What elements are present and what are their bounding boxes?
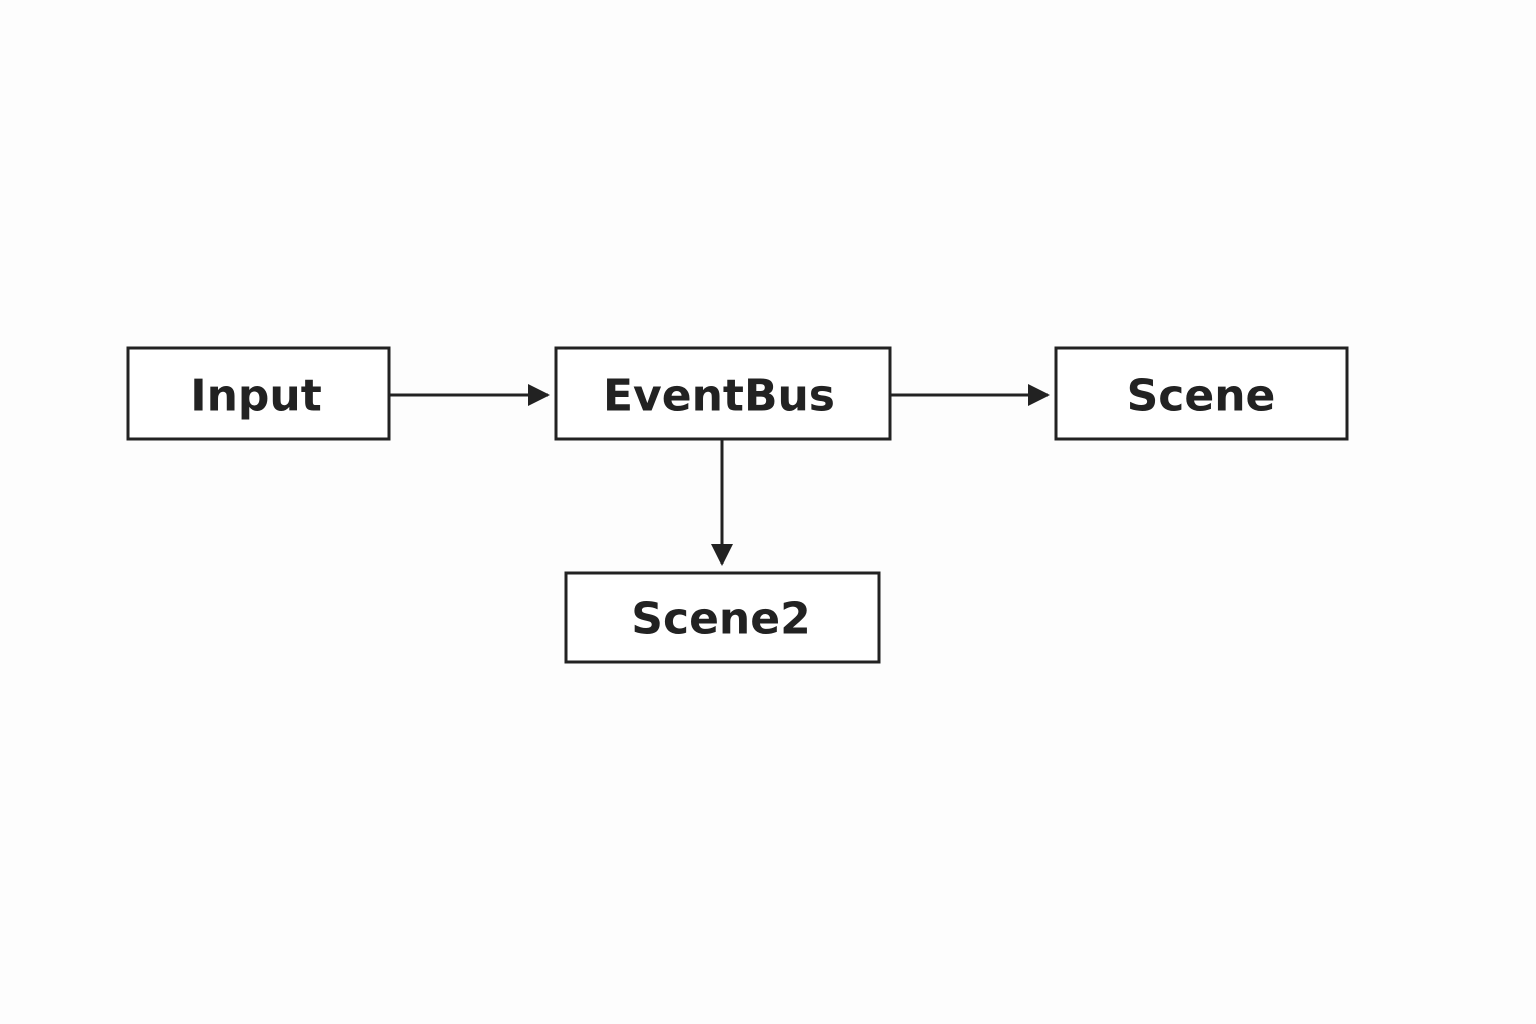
- node-eventbus: EventBus: [554, 346, 892, 441]
- node-input-box: [126, 346, 391, 441]
- node-input-label: Input: [190, 371, 322, 422]
- node-scene2: Scene2: [564, 571, 881, 664]
- node-input: Input: [126, 346, 391, 441]
- node-scene-label: Scene: [1127, 371, 1276, 422]
- edges: [390, 384, 1050, 566]
- node-eventbus-label: EventBus: [603, 371, 835, 422]
- node-eventbus-box: [554, 346, 892, 441]
- node-scene-box: [1054, 346, 1349, 441]
- node-scene2-box: [564, 571, 881, 664]
- node-scene2-label: Scene2: [631, 594, 810, 645]
- node-scene: Scene: [1054, 346, 1349, 441]
